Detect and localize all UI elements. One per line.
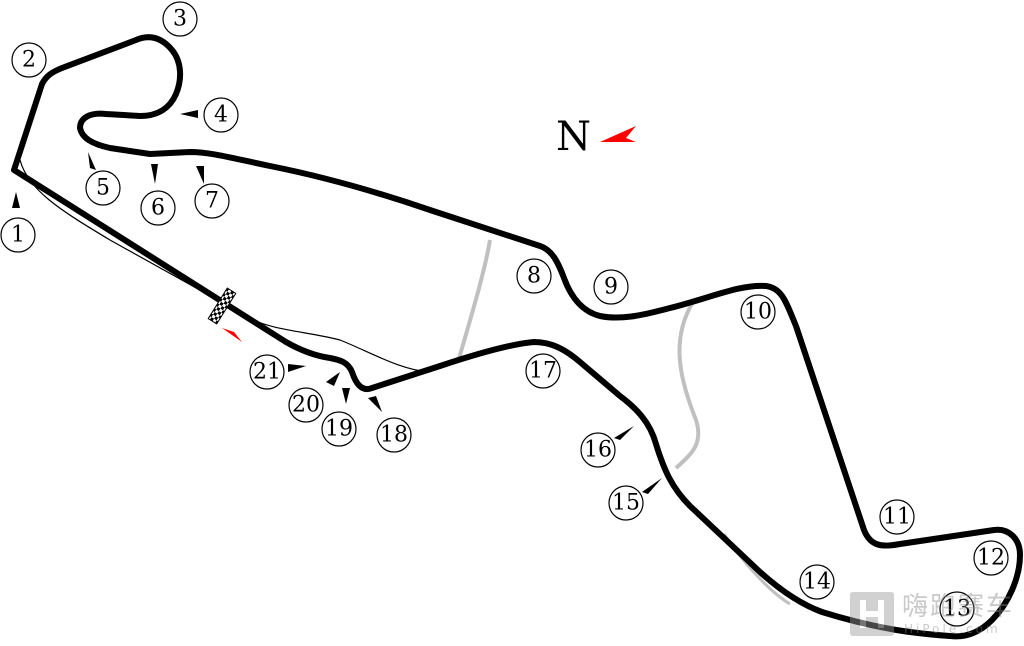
turn-16-label: 16 xyxy=(580,432,616,468)
svg-text:15: 15 xyxy=(612,491,640,516)
turn-labels: 1 2 3 4 5 6 7 8 9 10 11 12 13 14 15 16 1… xyxy=(0,1,1009,627)
turn-17-label: 17 xyxy=(525,353,561,389)
watermark: 嗨跑赛车 HiPole.com xyxy=(850,592,1022,640)
turn-8-label: 8 xyxy=(516,258,552,294)
turn-19-label: 19 xyxy=(321,411,357,447)
turn-13-label: 13 xyxy=(939,591,975,627)
turn-pointer-4-icon xyxy=(180,110,198,118)
svg-text:20: 20 xyxy=(292,393,320,418)
turn-9-label: 9 xyxy=(593,269,629,305)
alt-layout-link-east xyxy=(674,300,701,470)
hipole-logo-icon xyxy=(850,592,894,636)
turn-7-label: 7 xyxy=(194,183,230,219)
svg-text:3: 3 xyxy=(173,7,187,32)
direction-arrow-icon xyxy=(222,328,242,342)
turn-pointer-18-icon xyxy=(368,396,382,412)
turn-12-label: 12 xyxy=(973,540,1009,576)
svg-text:14: 14 xyxy=(803,570,831,595)
svg-text:19: 19 xyxy=(325,417,353,442)
watermark-text: 嗨跑赛车 xyxy=(902,592,1015,622)
svg-text:1: 1 xyxy=(11,223,25,248)
turn-11-label: 11 xyxy=(879,499,915,535)
checkered-flag-icon xyxy=(207,287,237,325)
turn-21-label: 21 xyxy=(249,354,285,390)
compass-arrow-icon xyxy=(600,126,636,142)
turn-4-label: 4 xyxy=(203,97,239,133)
svg-text:10: 10 xyxy=(744,300,772,325)
turn-20-label: 20 xyxy=(288,387,324,423)
turn-14-label: 14 xyxy=(799,564,835,600)
turn-18-label: 18 xyxy=(376,417,412,453)
svg-text:18: 18 xyxy=(380,423,408,448)
turn-pointer-1-icon xyxy=(12,192,20,208)
turn-10-label: 10 xyxy=(740,294,776,330)
turn-5-label: 5 xyxy=(85,170,121,206)
turn-pointer-16-icon xyxy=(614,426,634,440)
turn-pointer-6-icon xyxy=(151,164,158,184)
turn-pointer-7-icon xyxy=(196,166,204,184)
turn-15-label: 15 xyxy=(608,485,644,521)
svg-text:17: 17 xyxy=(529,359,557,384)
svg-text:5: 5 xyxy=(96,176,110,201)
svg-text:13: 13 xyxy=(943,597,971,622)
svg-text:8: 8 xyxy=(527,264,541,289)
turn-1-label: 1 xyxy=(0,217,36,253)
svg-text:12: 12 xyxy=(977,546,1005,571)
svg-text:2: 2 xyxy=(22,48,36,73)
turn-pointers xyxy=(12,110,662,494)
svg-text:16: 16 xyxy=(584,438,612,463)
pit-lane xyxy=(19,159,431,373)
turn-pointer-15-icon xyxy=(642,478,662,494)
turn-3-label: 3 xyxy=(162,1,198,37)
main-circuit xyxy=(11,34,1023,640)
turn-pointer-20-icon xyxy=(326,372,340,386)
svg-text:4: 4 xyxy=(214,103,228,128)
svg-text:21: 21 xyxy=(253,360,281,385)
svg-text:6: 6 xyxy=(151,196,165,221)
alt-layout-link-north xyxy=(456,239,492,363)
turn-pointer-5-icon xyxy=(88,152,96,170)
watermark-subtext: HiPole.com xyxy=(904,622,1001,636)
turn-pointer-19-icon xyxy=(342,388,350,404)
compass-letter: N xyxy=(556,114,591,160)
turn-pointer-21-icon xyxy=(288,364,306,372)
svg-text:11: 11 xyxy=(883,505,911,530)
svg-text:7: 7 xyxy=(205,189,219,214)
turn-2-label: 2 xyxy=(11,42,47,78)
turn-6-label: 6 xyxy=(140,190,176,226)
svg-text:9: 9 xyxy=(604,275,618,300)
